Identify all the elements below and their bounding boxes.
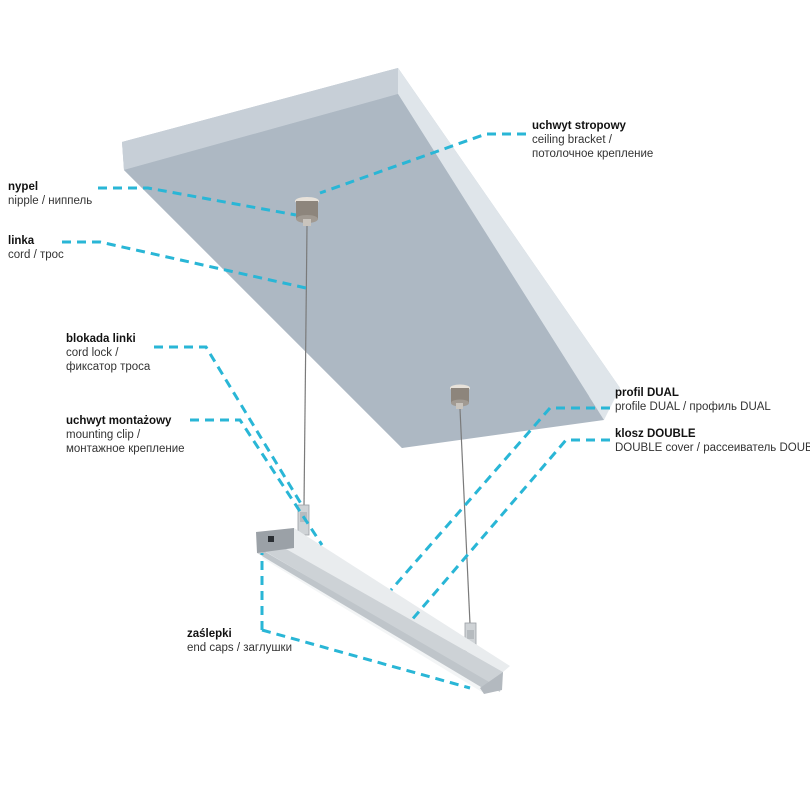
label-ceiling-bracket-title: uchwyt stropowy xyxy=(532,120,626,132)
ceiling-panel-front-edge xyxy=(122,68,398,170)
led-profile-fixture xyxy=(256,528,510,694)
cord-2 xyxy=(459,408,471,625)
label-mounting-clip-line-1: mounting clip / xyxy=(66,429,141,441)
label-mounting-clip: uchwyt montażowy mounting clip / монтажн… xyxy=(66,414,185,456)
ceiling-panel-underside xyxy=(124,94,604,448)
ceiling-panel xyxy=(122,68,620,448)
label-cover: klosz DOUBLE DOUBLE cover / рассеиватель… xyxy=(615,427,810,455)
label-ceiling-bracket: uchwyt stropowy ceiling bracket / потоло… xyxy=(532,119,653,161)
profile-top xyxy=(258,528,510,672)
label-cover-line-1: DOUBLE cover / рассеиватель DOUBLE xyxy=(615,442,810,454)
label-cord-title: linka xyxy=(8,235,35,247)
leader-nipple xyxy=(98,186,297,217)
cord-1 xyxy=(303,225,308,507)
leader-ceiling-bracket xyxy=(319,132,526,195)
label-cord-line-1: cord / трос xyxy=(8,249,64,261)
label-cord: linka cord / трос xyxy=(8,234,64,262)
label-cord-lock-line-2: фиксатор троса xyxy=(66,361,151,373)
leader-cord-lock xyxy=(154,345,305,508)
label-nipple-title: nypel xyxy=(8,181,39,193)
label-nipple: nypel nipple / ниппель xyxy=(8,180,92,208)
label-end-caps-line-1: end caps / заглушки xyxy=(187,642,293,654)
label-end-caps: zaślepki end caps / заглушки xyxy=(187,627,292,655)
label-cord-lock-line-1: cord lock / xyxy=(66,347,119,359)
label-mounting-clip-title: uchwyt montażowy xyxy=(66,415,172,427)
label-ceiling-bracket-line-1: ceiling bracket / xyxy=(532,134,612,146)
label-ceiling-bracket-line-2: потолочное крепление xyxy=(532,148,654,160)
end-cap-near xyxy=(256,528,294,553)
profile-side xyxy=(257,533,503,692)
end-cap-far xyxy=(480,672,503,694)
leader-cover xyxy=(408,438,610,623)
label-cover-title: klosz DOUBLE xyxy=(615,428,696,440)
leader-profile xyxy=(389,406,610,591)
label-cord-lock-title: blokada linki xyxy=(66,333,136,345)
leader-mounting-clip xyxy=(190,418,324,546)
ceiling-panel-side-edge xyxy=(398,68,620,420)
ceiling-bracket-2 xyxy=(450,384,470,409)
label-profile: profil DUAL profile DUAL / профиль DUAL xyxy=(615,386,771,414)
end-cap-switch xyxy=(268,536,274,542)
leader-cord xyxy=(62,240,307,290)
label-profile-title: profil DUAL xyxy=(615,387,679,399)
label-mounting-clip-line-2: монтажное крепление xyxy=(66,443,185,455)
profile-underside-channel xyxy=(262,550,496,690)
leader-end-caps-2 xyxy=(261,628,471,690)
label-cord-lock: blokada linki cord lock / фиксатор троса xyxy=(66,332,150,374)
label-end-caps-title: zaślepki xyxy=(187,628,232,640)
leader-lines xyxy=(62,132,610,690)
label-nipple-line-1: nipple / ниппель xyxy=(8,195,93,207)
label-profile-line-1: profile DUAL / профиль DUAL xyxy=(615,401,771,413)
ceiling-bracket-1 xyxy=(295,197,319,226)
